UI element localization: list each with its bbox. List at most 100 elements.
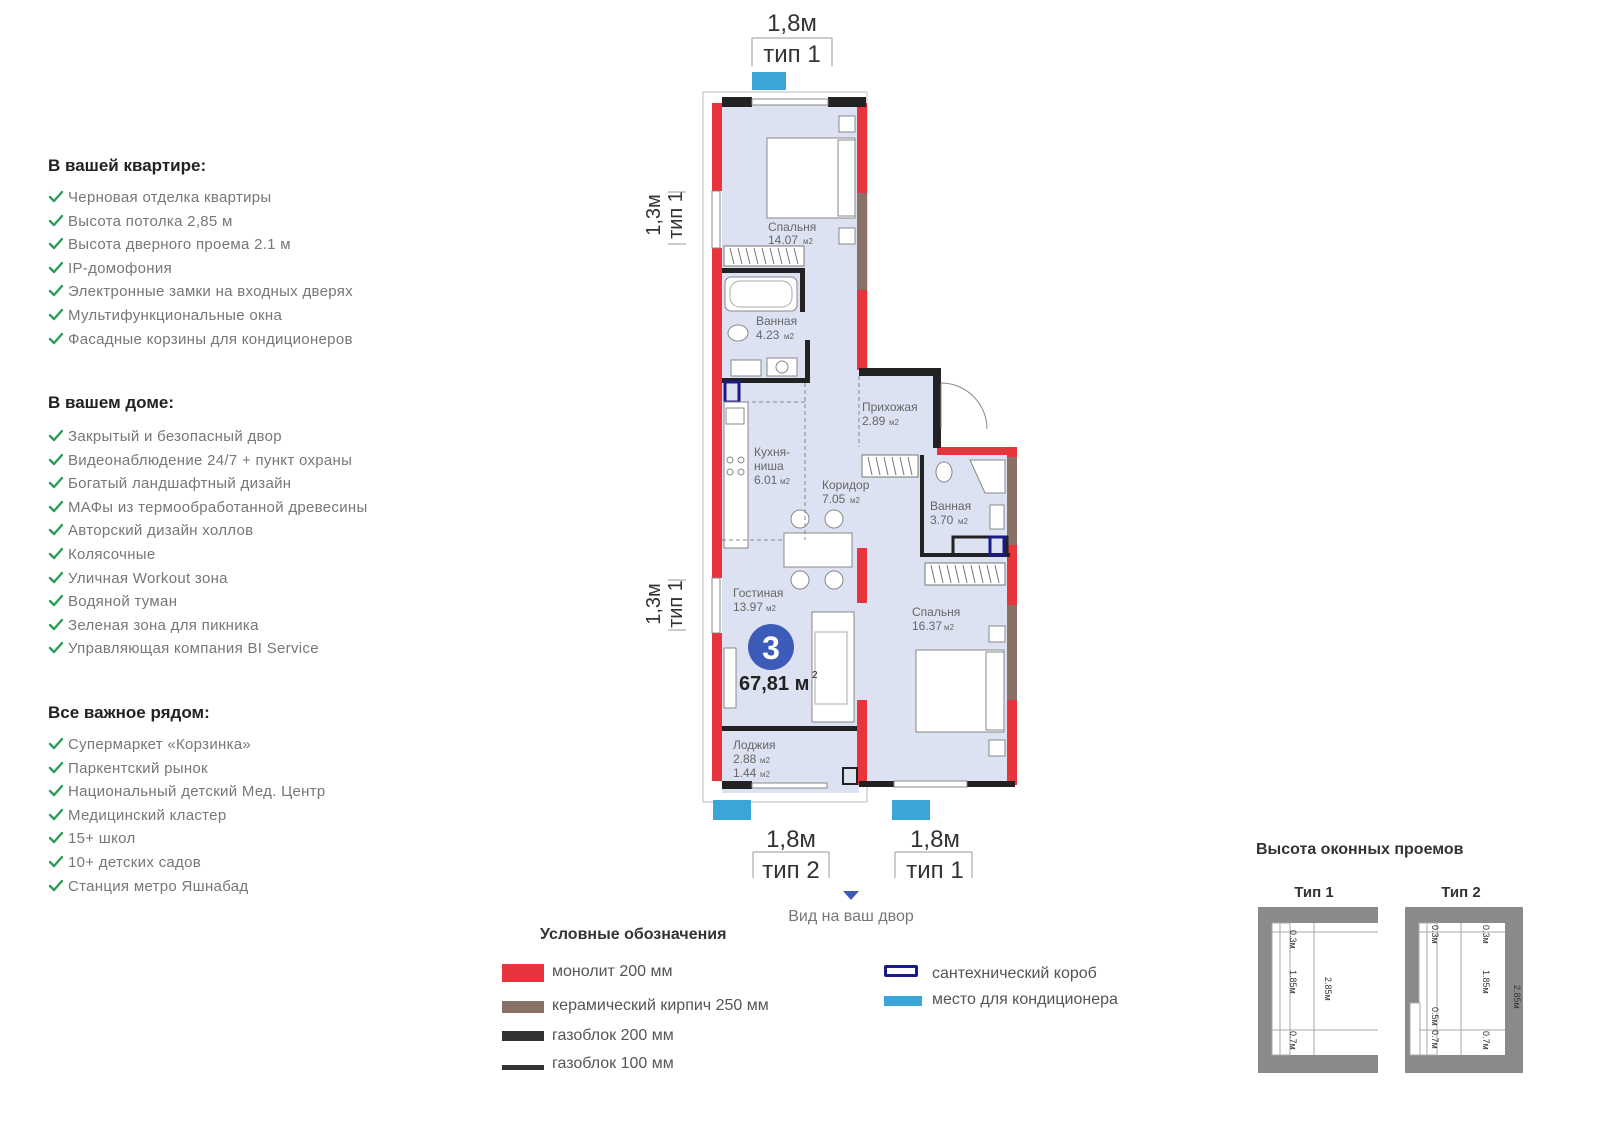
type1-diagram: 0.3м 1.85м 0.7м 2.85м xyxy=(1258,907,1378,1073)
feature-label: МАФы из термообработанной древесины xyxy=(68,498,368,516)
feature-label: Высота дверного проема 2.1 м xyxy=(68,236,291,254)
window-top-size: 1,8м xyxy=(767,10,817,37)
room-label: Лоджия xyxy=(733,738,776,752)
svg-text:1.85м: 1.85м xyxy=(1288,970,1298,994)
legend-swatch-ac xyxy=(884,996,922,1006)
feature-item: Авторский дизайн холлов xyxy=(48,521,368,545)
svg-text:м2: м2 xyxy=(760,770,771,779)
svg-text:0.3м: 0.3м xyxy=(1288,930,1298,949)
svg-text:м2: м2 xyxy=(760,756,771,765)
legend-title: Условные обозначения xyxy=(540,926,727,943)
room-area: 3.70 xyxy=(930,513,954,527)
check-icon xyxy=(48,285,64,297)
feature-label: Паркентский рынок xyxy=(68,759,208,777)
legend-label: монолит 200 мм xyxy=(552,963,673,980)
svg-text:2.85м: 2.85м xyxy=(1512,985,1522,1009)
feature-label: Закрытый и безопасный двор xyxy=(68,428,282,445)
feature-label: 15+ школ xyxy=(68,830,136,848)
feature-label: Управляющая компания BI Service xyxy=(68,640,319,658)
feature-item: Фасадные корзины для кондиционеров xyxy=(48,330,353,354)
room-area: 13.97 xyxy=(733,600,763,614)
total-area: 67,81 м xyxy=(739,673,809,695)
room-area: 2.89 xyxy=(862,414,886,428)
feature-item: Закрытый и безопасный двор xyxy=(48,427,368,451)
feature-item: Высота дверного проема 2.1 м xyxy=(48,235,353,259)
check-icon xyxy=(48,594,64,607)
check-icon xyxy=(48,332,64,344)
check-icon xyxy=(48,190,64,203)
window-bottom-right-label: 1,8м тип 1 xyxy=(894,826,973,884)
room-label: Ванная xyxy=(930,499,971,513)
svg-text:м2: м2 xyxy=(958,517,969,526)
svg-text:м2: м2 xyxy=(850,496,861,505)
legend-label: газоблок 100 мм xyxy=(552,1055,674,1072)
feature-label: Медицинский кластер xyxy=(68,806,227,824)
window-left-lower-label: 1,3м тип 1 xyxy=(643,580,687,628)
svg-text:0.3м: 0.3м xyxy=(1430,925,1440,944)
feature-label: Национальный детский Мед. Центр xyxy=(68,783,326,801)
view-arrow-icon xyxy=(843,891,859,900)
svg-text:1,8м: 1,8м xyxy=(766,826,816,853)
svg-text:тип 1: тип 1 xyxy=(906,857,963,884)
window-heights-diagram: Тип 1 Тип 2 0.3м 1.85м 0.7м 2.85м 0.3м 0… xyxy=(1258,884,1523,1073)
feature-item: 10+ детских садов xyxy=(48,853,326,877)
rooms-count: 3 xyxy=(762,630,780,666)
feature-item: Высота потолка 2,85 м xyxy=(48,212,353,236)
legend-swatch-gasblock-200 xyxy=(502,1031,544,1041)
nearby-title: Все важное рядом: xyxy=(48,703,210,722)
feature-label: Черновая отделка квартиры xyxy=(68,189,272,206)
feature-item: Управляющая компания BI Service xyxy=(48,639,368,663)
check-icon xyxy=(48,571,64,583)
feature-item: Медицинский кластер xyxy=(48,806,326,830)
feature-item: Мультифункциональные окна xyxy=(48,306,353,330)
legend-label: керамический кирпич 250 мм xyxy=(552,997,769,1014)
check-icon xyxy=(48,737,64,750)
legend-swatch-plumbing xyxy=(884,965,918,977)
svg-text:м2: м2 xyxy=(784,332,795,341)
svg-text:тип 1: тип 1 xyxy=(665,191,687,239)
check-icon xyxy=(48,784,64,797)
svg-text:м2: м2 xyxy=(889,418,900,427)
feature-label: Водяной туман xyxy=(68,593,178,611)
room-label: Прихожая xyxy=(862,400,918,414)
window-heights-title: Высота оконных проемов xyxy=(1256,841,1464,858)
feature-label: IP-домофония xyxy=(68,259,172,277)
feature-item: Богатый ландшафтный дизайн xyxy=(48,474,368,498)
room-area: 1.44 xyxy=(733,766,757,780)
check-icon xyxy=(48,237,64,250)
legend-label: газоблок 200 мм xyxy=(552,1027,674,1044)
check-icon xyxy=(48,261,64,273)
feature-label: Уличная Workout зона xyxy=(68,569,228,587)
legend-swatch-monolith xyxy=(502,964,544,982)
room-area: 2.88 xyxy=(733,752,757,766)
feature-item: Электронные замки на входных дверях xyxy=(48,282,353,306)
feature-label: Супермаркет «Корзинка» xyxy=(68,736,252,753)
feature-item: Станция метро Яшнабад xyxy=(48,877,326,901)
window-left-upper-label: 1,3м тип 1 xyxy=(643,191,687,239)
check-icon xyxy=(48,214,64,226)
feature-label: Фасадные корзины для кондиционеров xyxy=(68,330,353,348)
room-label: ниша xyxy=(754,459,784,473)
room-label: Спальня xyxy=(912,605,960,619)
svg-text:0.7м: 0.7м xyxy=(1288,1031,1298,1050)
room-label: Ванная xyxy=(756,314,797,328)
svg-text:1,3м: 1,3м xyxy=(643,583,665,625)
check-icon xyxy=(48,429,64,442)
svg-text:0.3м: 0.3м xyxy=(1481,925,1491,944)
svg-text:м2: м2 xyxy=(780,477,791,486)
svg-text:1.85м: 1.85м xyxy=(1481,970,1491,994)
feature-item: Уличная Workout зона xyxy=(48,569,368,593)
room-area: 7.05 xyxy=(822,492,846,506)
svg-text:1,8м: 1,8м xyxy=(910,826,960,853)
check-icon xyxy=(48,476,64,489)
svg-text:м2: м2 xyxy=(766,604,777,613)
feature-item: Национальный детский Мед. Центр xyxy=(48,782,326,806)
check-icon xyxy=(48,618,64,630)
check-icon xyxy=(48,761,64,773)
check-icon xyxy=(48,547,64,560)
svg-text:тип 2: тип 2 xyxy=(762,857,819,884)
ac-spot-bottom-left xyxy=(713,800,751,820)
